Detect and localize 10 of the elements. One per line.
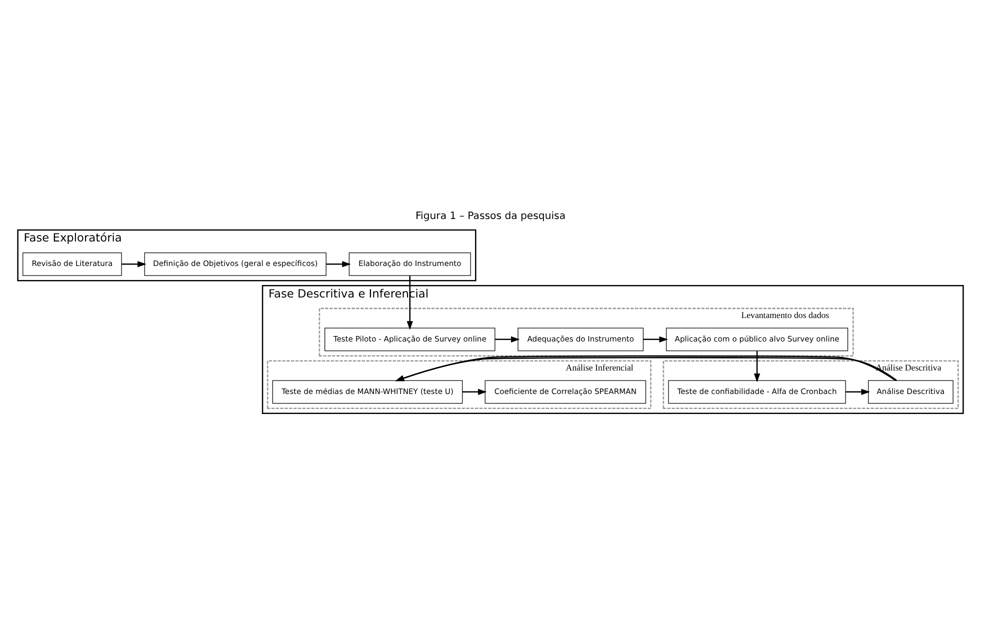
arrow xyxy=(395,355,897,382)
arrow xyxy=(846,388,870,396)
arrow xyxy=(643,336,668,343)
arrow xyxy=(462,388,487,396)
arrow xyxy=(122,261,146,268)
arrow xyxy=(495,336,520,343)
arrow xyxy=(326,261,351,268)
arrow xyxy=(406,276,413,330)
arrow xyxy=(754,350,760,382)
diagram-title: Figura 1 – Passos da pesquisa xyxy=(415,211,566,222)
